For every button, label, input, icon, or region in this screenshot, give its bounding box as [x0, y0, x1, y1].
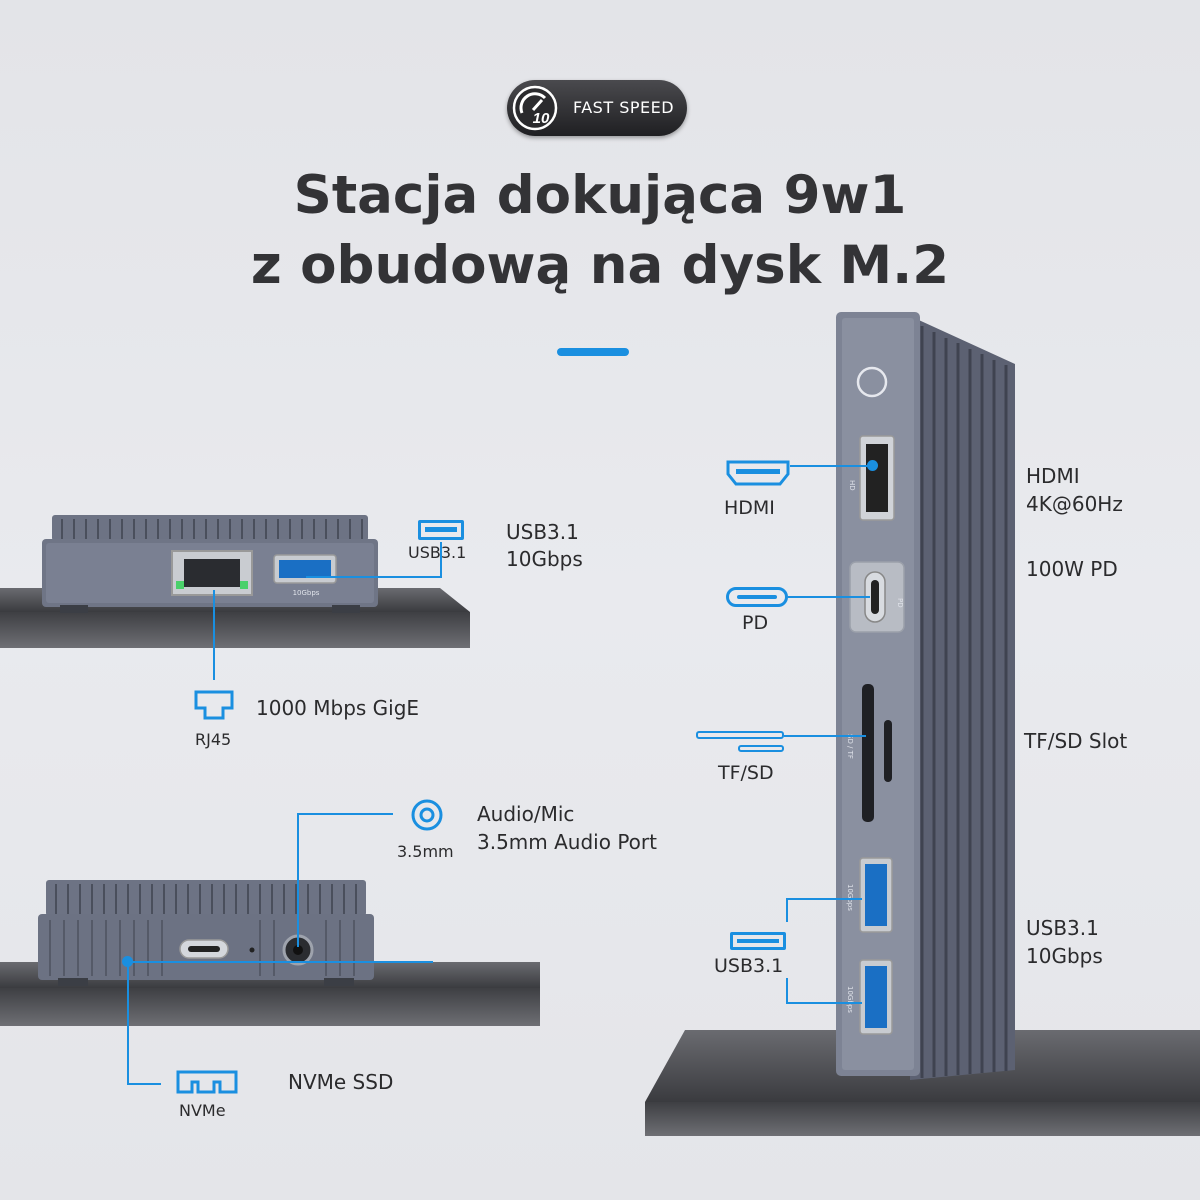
- pd-label: 100W PD: [1026, 557, 1118, 581]
- usb-side-label-1: USB3.1: [1026, 916, 1099, 940]
- hdmi-label-2: 4K@60Hz: [1026, 492, 1123, 516]
- shelf-front-bottom-left: [0, 988, 540, 1026]
- tfsd-port-print: SD / TF: [846, 734, 854, 759]
- tfsd-callout-h: [784, 735, 866, 737]
- usb-side-callout-h2: [786, 1002, 862, 1004]
- rj45-callout-v: [213, 590, 215, 680]
- usb-side-callout-v1: [786, 898, 788, 922]
- usb-side-port-print-1: 10Gbps: [846, 884, 854, 911]
- hdmi-icon-caption: HDMI: [724, 497, 775, 519]
- audio-label-1: Audio/Mic: [477, 802, 575, 826]
- nvme-icon-caption: NVMe: [179, 1101, 226, 1120]
- usb-icon-caption: USB3.1: [408, 543, 467, 562]
- audio-jack-icon: [411, 799, 443, 831]
- dock-device-audio-side: [38, 880, 374, 986]
- audio-label-2: 3.5mm Audio Port: [477, 830, 657, 854]
- fast-speed-badge: 10 FAST SPEED: [507, 80, 687, 136]
- rj45-icon: [194, 690, 234, 720]
- usb-side-port-print-2: 10Gbps: [846, 986, 854, 1013]
- dock-device-rj45-side: 10Gbps: [42, 515, 378, 613]
- badge-text: FAST SPEED: [573, 98, 675, 117]
- nvme-callout-h-top: [127, 961, 433, 963]
- audio-callout-h: [297, 813, 393, 815]
- usb-port-print: 10Gbps: [293, 589, 320, 597]
- pd-icon-caption: PD: [742, 612, 769, 634]
- hdmi-port-print: HD: [848, 480, 856, 491]
- usb-top-label-2: 10Gbps: [506, 547, 583, 571]
- usb-top-label-1: USB3.1: [506, 520, 579, 544]
- nvme-callout-v: [127, 961, 129, 1085]
- headline-line-2: z obudową na dysk M.2: [250, 235, 950, 296]
- hdmi-label-1: HDMI: [1026, 464, 1080, 488]
- nvme-icon: [176, 1070, 238, 1094]
- usb-side-icon: [730, 932, 786, 950]
- hdmi-icon: [726, 460, 790, 486]
- hdmi-callout-dot: [867, 460, 878, 471]
- usb-c-icon: [726, 587, 788, 607]
- pd-callout-h: [788, 596, 870, 598]
- usb-side-icon-caption: USB3.1: [714, 955, 784, 977]
- nvme-callout-h: [127, 1083, 161, 1085]
- usb-side-label-2: 10Gbps: [1026, 944, 1103, 968]
- tfsd-label: TF/SD Slot: [1024, 729, 1128, 753]
- pd-port-print: PD: [896, 598, 904, 608]
- tfsd-icon-caption: TF/SD: [718, 762, 774, 784]
- rj45-label: 1000 Mbps GigE: [256, 696, 420, 720]
- usb-port-icon: [418, 520, 464, 540]
- speedometer-logo-icon: 10: [512, 85, 558, 131]
- usb-side-callout-v2: [786, 978, 788, 1004]
- badge-number: 10: [533, 110, 550, 127]
- sd-card-icon-small: [738, 745, 784, 752]
- audio-callout-v: [297, 813, 299, 947]
- accent-divider: [557, 348, 629, 356]
- usb-callout-v: [440, 542, 442, 578]
- rj45-icon-caption: RJ45: [195, 730, 232, 749]
- dock-device-vertical: HD PD SD / TF 10Gbps 10Gbps: [836, 312, 1015, 1080]
- usb-callout-h: [306, 576, 442, 578]
- shelf-front-left: [0, 612, 470, 648]
- audio-icon-caption: 3.5mm: [397, 842, 454, 861]
- usb-side-callout-h1: [786, 898, 862, 900]
- shelf-front-right: [645, 1102, 1200, 1136]
- sd-card-icon: [696, 731, 784, 739]
- headline-line-1: Stacja dokująca 9w1: [293, 165, 907, 226]
- hdmi-callout-h: [790, 465, 872, 467]
- nvme-label: NVMe SSD: [288, 1070, 394, 1094]
